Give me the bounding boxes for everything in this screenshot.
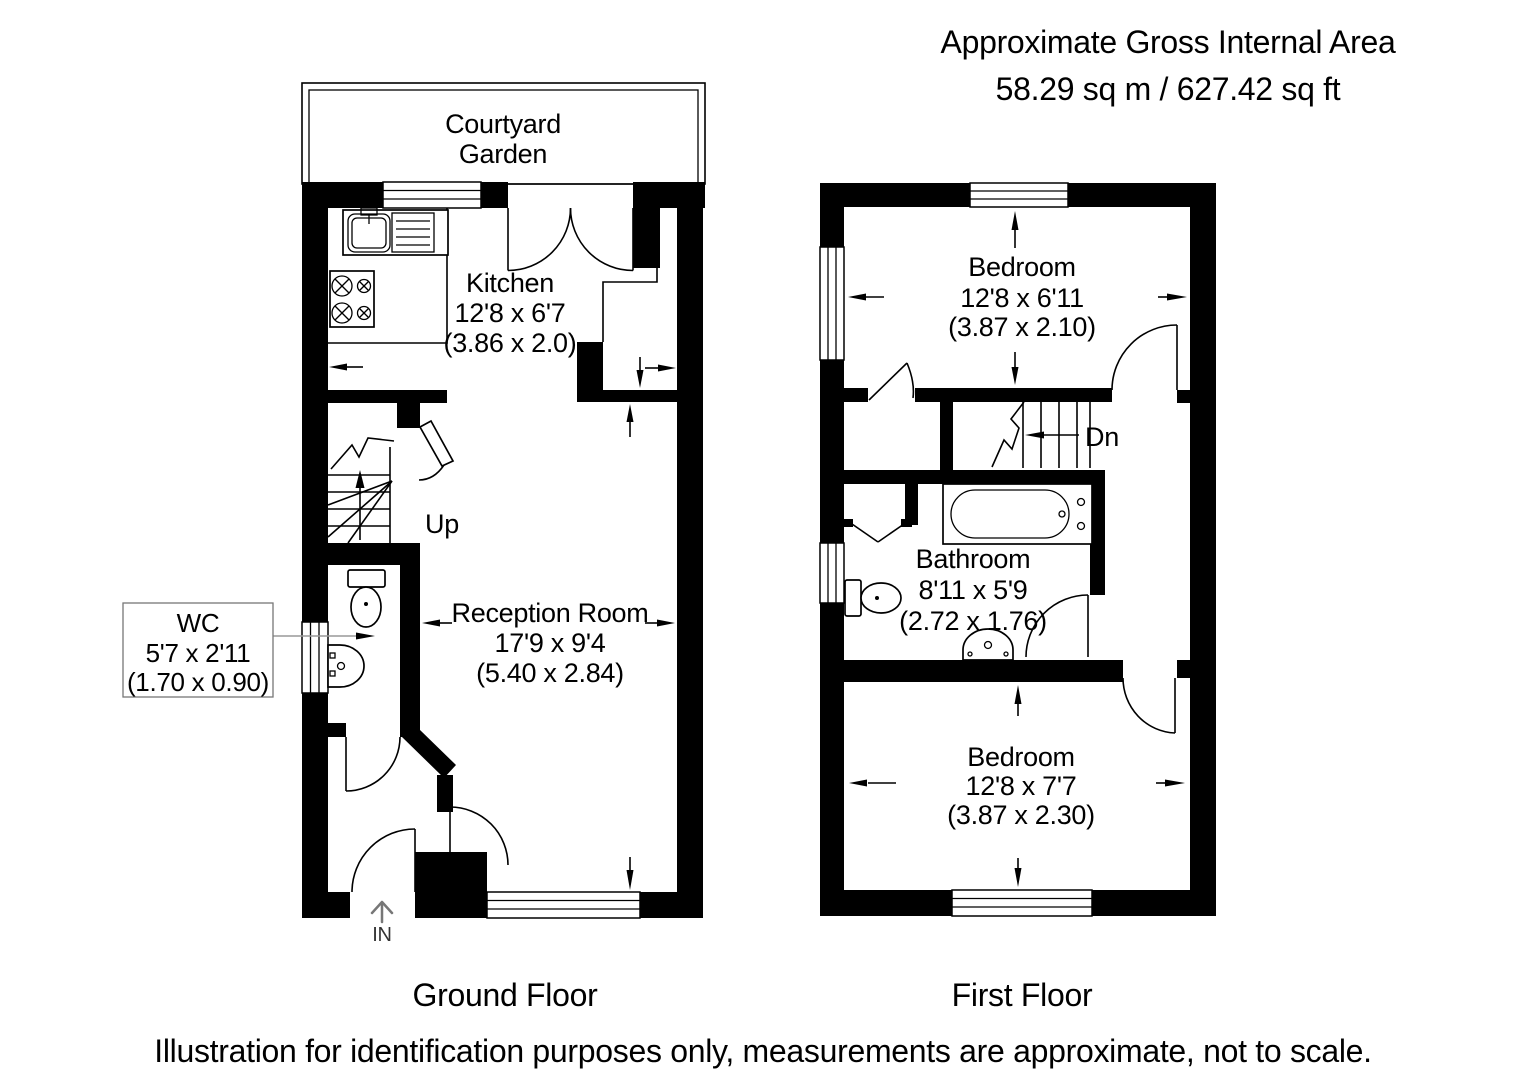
- kitchen-hob: [329, 270, 375, 328]
- wc-basin: [327, 644, 365, 688]
- ground-floor-walls: [302, 182, 705, 918]
- front-door: [351, 828, 416, 893]
- ground-floor-plan: Courtyard Garden: [122, 82, 706, 1013]
- reception-metric: (5.40 x 2.84): [476, 658, 624, 688]
- disclaimer-text: Illustration for identification purposes…: [154, 1033, 1372, 1069]
- hall-door: [449, 806, 509, 866]
- bedroom-front-dimension-arrows: [848, 211, 1187, 385]
- courtyard-garden: Courtyard Garden: [301, 82, 706, 185]
- reception-imperial: 17'9 x 9'4: [495, 628, 606, 658]
- kitchen-nook-boundary: [602, 208, 658, 342]
- reception-window: [486, 891, 641, 919]
- bedroom-back-door: [1122, 677, 1176, 734]
- bedroom-front-labels: Bedroom 12'8 x 6'11 (3.87 x 2.10): [948, 252, 1096, 342]
- courtyard-door: [507, 207, 634, 272]
- bathroom-labels: Bathroom 8'11 x 5'9 (2.72 x 1.76): [899, 544, 1047, 636]
- bedroom-back-dimension-arrows: [849, 685, 1185, 887]
- bedroom-back-labels: Bedroom 12'8 x 7'7 (3.87 x 2.30): [947, 742, 1095, 830]
- bathroom-toilet: [844, 579, 902, 617]
- header: Approximate Gross Internal Area 58.29 sq…: [941, 24, 1397, 107]
- wc-callout: WC 5'7 x 2'11 (1.70 x 0.90): [122, 602, 375, 698]
- first-floor-walls: [820, 183, 1216, 916]
- bedroom-back-metric: (3.87 x 2.30): [947, 800, 1095, 830]
- reception-label: Reception Room: [452, 598, 649, 628]
- ground-floor-title: Ground Floor: [413, 977, 599, 1013]
- bedroom-back-imperial: 12'8 x 7'7: [966, 771, 1077, 801]
- kitchen-sink: [342, 207, 449, 256]
- header-area: 58.29 sq m / 627.42 sq ft: [996, 71, 1341, 107]
- kitchen-dimension-arrows: [329, 210, 676, 388]
- stairs-up-label: Up: [425, 509, 459, 539]
- bedroom-front-door: [1111, 324, 1178, 391]
- courtyard-label-line2: Garden: [459, 139, 547, 169]
- wc-toilet: [347, 569, 386, 628]
- airing-cupboard-doors: [844, 519, 912, 543]
- bedroom-back-window: [951, 889, 1093, 917]
- first-floor-plan: Dn: [819, 182, 1216, 1013]
- bathtub: [942, 483, 1093, 545]
- entrance-arrow: IN: [370, 900, 394, 946]
- kitchen-labels: Kitchen 12'8 x 6'7 (3.86 x 2.0): [444, 268, 577, 358]
- bathroom-imperial: 8'11 x 5'9: [919, 575, 1028, 605]
- wc-metric: (1.70 x 0.90): [127, 667, 269, 697]
- bathroom-window: [819, 542, 845, 604]
- bedroom-front-label: Bedroom: [968, 252, 1075, 282]
- kitchen-label: Kitchen: [466, 268, 554, 298]
- reception-labels: Reception Room 17'9 x 9'4 (5.40 x 2.84): [452, 598, 649, 688]
- bedroom-front-metric: (3.87 x 2.10): [948, 312, 1096, 342]
- bedroom-front-window-side: [819, 246, 845, 361]
- first-floor-title: First Floor: [952, 977, 1093, 1013]
- bedroom-back-label: Bedroom: [967, 742, 1074, 772]
- bathroom-label: Bathroom: [916, 544, 1031, 574]
- reception-dimension-arrows: [422, 404, 675, 890]
- header-title: Approximate Gross Internal Area: [941, 24, 1396, 60]
- staircase-down: Dn: [991, 401, 1119, 468]
- courtyard-label-line1: Courtyard: [445, 109, 561, 139]
- closet-door: [868, 362, 915, 401]
- wc-label: WC: [177, 608, 220, 638]
- wc-window: [301, 621, 329, 694]
- kitchen-window: [382, 181, 482, 209]
- bedroom-front-imperial: 12'8 x 6'11: [960, 283, 1084, 313]
- bathroom-door: [1025, 594, 1089, 658]
- staircase-up: Up: [327, 419, 459, 544]
- stairs-down-label: Dn: [1085, 422, 1119, 452]
- bathroom-metric: (2.72 x 1.76): [899, 606, 1047, 636]
- entrance-label: IN: [372, 924, 391, 946]
- kitchen-metric: (3.86 x 2.0): [444, 328, 577, 358]
- bathroom-basin: [962, 628, 1014, 661]
- wc-imperial: 5'7 x 2'11: [146, 638, 251, 668]
- kitchen-imperial: 12'8 x 6'7: [455, 298, 566, 328]
- bedroom-front-window-top: [969, 182, 1069, 208]
- wc-door: [345, 736, 401, 792]
